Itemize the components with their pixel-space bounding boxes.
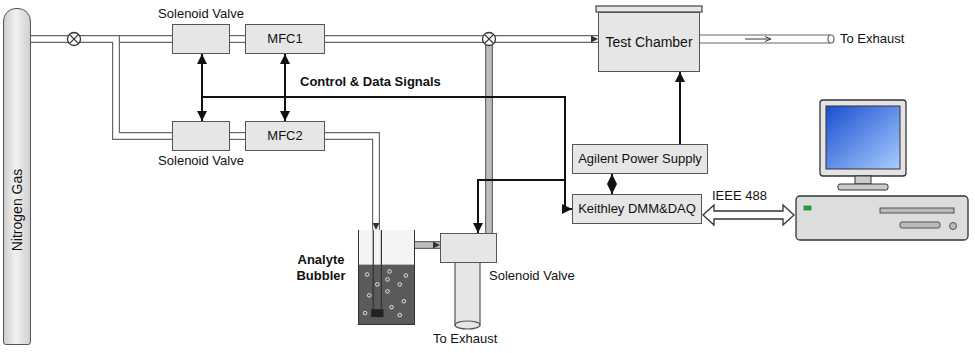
exhaust-pipe: [700, 35, 831, 43]
connector-path: [679, 72, 681, 144]
bubbler-liquid: [359, 230, 414, 324]
node-label: Solenoid Valve: [489, 268, 575, 284]
monitor-screen: [826, 106, 900, 169]
bubble: [376, 283, 380, 287]
connector-path: [31, 39, 172, 136]
gas-pipe: [230, 136, 245, 137]
computer-case: [796, 196, 968, 240]
connector-path: [611, 174, 613, 194]
signal-line: [680, 72, 681, 144]
gas-pipe: [230, 39, 245, 40]
power-button: [950, 223, 957, 230]
signal-line: [202, 54, 203, 121]
gas-pipe: [31, 39, 172, 136]
signal-bus: [201, 97, 565, 180]
pipe-wall: [415, 241, 440, 249]
connector-path: [415, 242, 440, 248]
node-label: Nitrogen Gas: [9, 169, 26, 251]
monitor-base: [838, 184, 888, 190]
node-label: MFC1: [267, 31, 302, 47]
bubble: [404, 274, 408, 278]
pipe-end: [455, 321, 480, 329]
bubble: [402, 299, 406, 303]
signal-line: [612, 174, 613, 194]
exhaust-pipe-wall: [700, 42, 831, 43]
node-label: Test Chamber: [605, 34, 692, 51]
node-label: Analyte Bubbler: [289, 252, 353, 283]
drive-slot: [880, 208, 954, 213]
sparger: [371, 309, 383, 317]
node-label: Keithley DMM&DAQ: [578, 201, 696, 217]
drive-bay: [900, 222, 940, 228]
multimeter-daq: Keithley DMM&DAQ: [572, 194, 702, 224]
test-chamber: Test Chamber: [598, 12, 700, 72]
bubble: [398, 283, 402, 287]
signal-label: Control & Data Signals: [300, 74, 441, 90]
bubble: [388, 270, 392, 274]
connector-path: [230, 36, 245, 42]
bus-label: IEEE 488: [712, 188, 767, 204]
solenoid-valve: Solenoid Valve: [440, 233, 497, 263]
exhaust-pipe-wall: [700, 34, 831, 35]
connector-path: [325, 36, 598, 42]
mass-flow-controller: MFC1: [245, 24, 325, 54]
bubble: [390, 305, 394, 309]
gas-pipe: [325, 136, 376, 230]
power-led: [804, 206, 811, 210]
pipe-wall: [230, 132, 245, 140]
monitor-frame: [820, 100, 906, 176]
node-label: Agilent Power Supply: [578, 151, 702, 167]
exhaust-stem: [455, 262, 480, 325]
gas-cylinder: Nitrogen Gas: [3, 8, 31, 345]
connector-path: [230, 133, 245, 139]
exhaust-label: To Exhaust: [840, 31, 904, 47]
gas-pipe: [325, 39, 598, 40]
manual-valve: [483, 33, 496, 46]
solenoid-valve: Solenoid Valve: [172, 121, 230, 151]
pipe-wall: [230, 35, 245, 43]
connector-path: [284, 54, 286, 121]
manual-valve: [68, 33, 81, 46]
bubble: [386, 278, 390, 282]
analyte-bubbler: Analyte Bubbler: [358, 230, 415, 325]
pipe-wall: [31, 39, 172, 136]
node-label: Solenoid Valve: [158, 6, 244, 22]
pipe-end: [828, 35, 834, 43]
node-label: MFC2: [267, 128, 302, 144]
flow-arrow: [745, 37, 771, 42]
node-label: Solenoid Valve: [158, 153, 244, 169]
liquid: [359, 265, 414, 324]
solenoid-valve: Solenoid Valve: [172, 24, 230, 54]
connector-path: [325, 136, 376, 230]
bubble: [363, 311, 367, 315]
bubble: [367, 294, 371, 298]
mass-flow-controller: MFC2: [245, 121, 325, 151]
monitor-neck: [855, 176, 871, 184]
signal-line: [285, 54, 286, 121]
signal-line: [478, 180, 572, 233]
gas-pipe: [415, 245, 440, 246]
exhaust-label: To Exhaust: [433, 331, 497, 347]
dip-tube: [381, 230, 382, 309]
dip-tube: [373, 230, 374, 309]
bubble: [386, 290, 390, 294]
connector-path: [201, 54, 203, 121]
bubble: [365, 273, 369, 277]
bus-arrow: [703, 205, 794, 225]
power-supply: Agilent Power Supply: [572, 144, 708, 174]
pipe-wall: [325, 136, 376, 230]
pipe-wall: [325, 35, 598, 43]
bubble: [398, 313, 402, 317]
connector-path: [478, 180, 572, 233]
